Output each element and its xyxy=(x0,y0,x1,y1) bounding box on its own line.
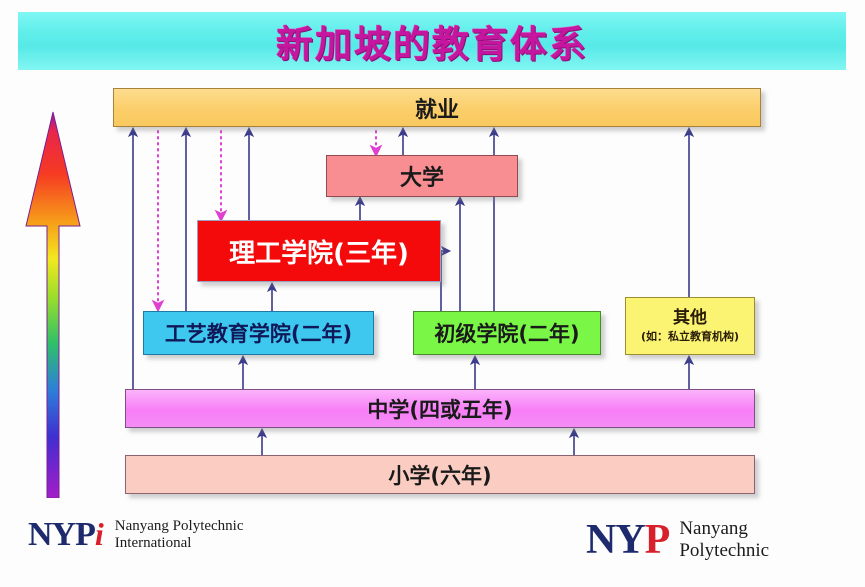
logo-left-line1: Nanyang Polytechnic xyxy=(114,518,244,534)
node-employment-label: 就业 xyxy=(414,97,459,123)
logo-nanyang-polytechnic: NYP Nanyang Polytechnic xyxy=(586,518,769,562)
logo-right-text: Nanyang Polytechnic xyxy=(679,518,769,562)
node-junior-college[interactable]: 初级学院(二年) xyxy=(413,311,601,355)
node-polytechnic-label: 理工学院(三年) xyxy=(229,238,409,269)
nyp-letters: NYP xyxy=(28,516,96,554)
node-other-label: 其他 xyxy=(673,308,707,329)
logo-nyp-international: NYPi Nanyang Polytechnic International xyxy=(28,518,244,553)
page-title: 新加坡的教育体系 xyxy=(276,23,588,66)
node-ite-label: 工艺教育学院(二年) xyxy=(164,322,353,346)
nyp-p-letter: P xyxy=(644,517,671,564)
nyp-ny-letters: NY xyxy=(586,517,646,564)
node-secondary-school-label: 中学(四或五年) xyxy=(367,397,513,422)
node-secondary-school[interactable]: 中学(四或五年) xyxy=(125,389,755,428)
node-ite[interactable]: 工艺教育学院(二年) xyxy=(143,311,374,355)
node-university[interactable]: 大学 xyxy=(326,155,518,197)
logo-left-line2: International xyxy=(114,535,192,552)
title-banner: 新加坡的教育体系 xyxy=(18,12,846,70)
nyp-i-letter: i xyxy=(94,516,104,553)
nyp-monogram-icon: NYP xyxy=(586,517,671,564)
node-polytechnic[interactable]: 理工学院(三年) xyxy=(197,220,441,282)
logo-left-text: Nanyang Polytechnic International xyxy=(115,518,244,553)
node-primary-school-label: 小学(六年) xyxy=(388,463,492,488)
node-other[interactable]: 其他 (如：私立教育机构) xyxy=(625,297,755,355)
node-other-sublabel: (如：私立教育机构) xyxy=(640,329,740,343)
node-employment[interactable]: 就业 xyxy=(113,88,761,127)
node-primary-school[interactable]: 小学(六年) xyxy=(125,455,755,494)
node-university-label: 大学 xyxy=(399,166,444,191)
logo-right-line1: Nanyang xyxy=(679,518,748,539)
node-junior-college-label: 初级学院(二年) xyxy=(434,322,580,346)
logo-right-line2: Polytechnic xyxy=(679,540,770,562)
progress-arrow-icon xyxy=(25,111,81,498)
nyp-wordmark-icon: NYPi xyxy=(28,516,104,554)
